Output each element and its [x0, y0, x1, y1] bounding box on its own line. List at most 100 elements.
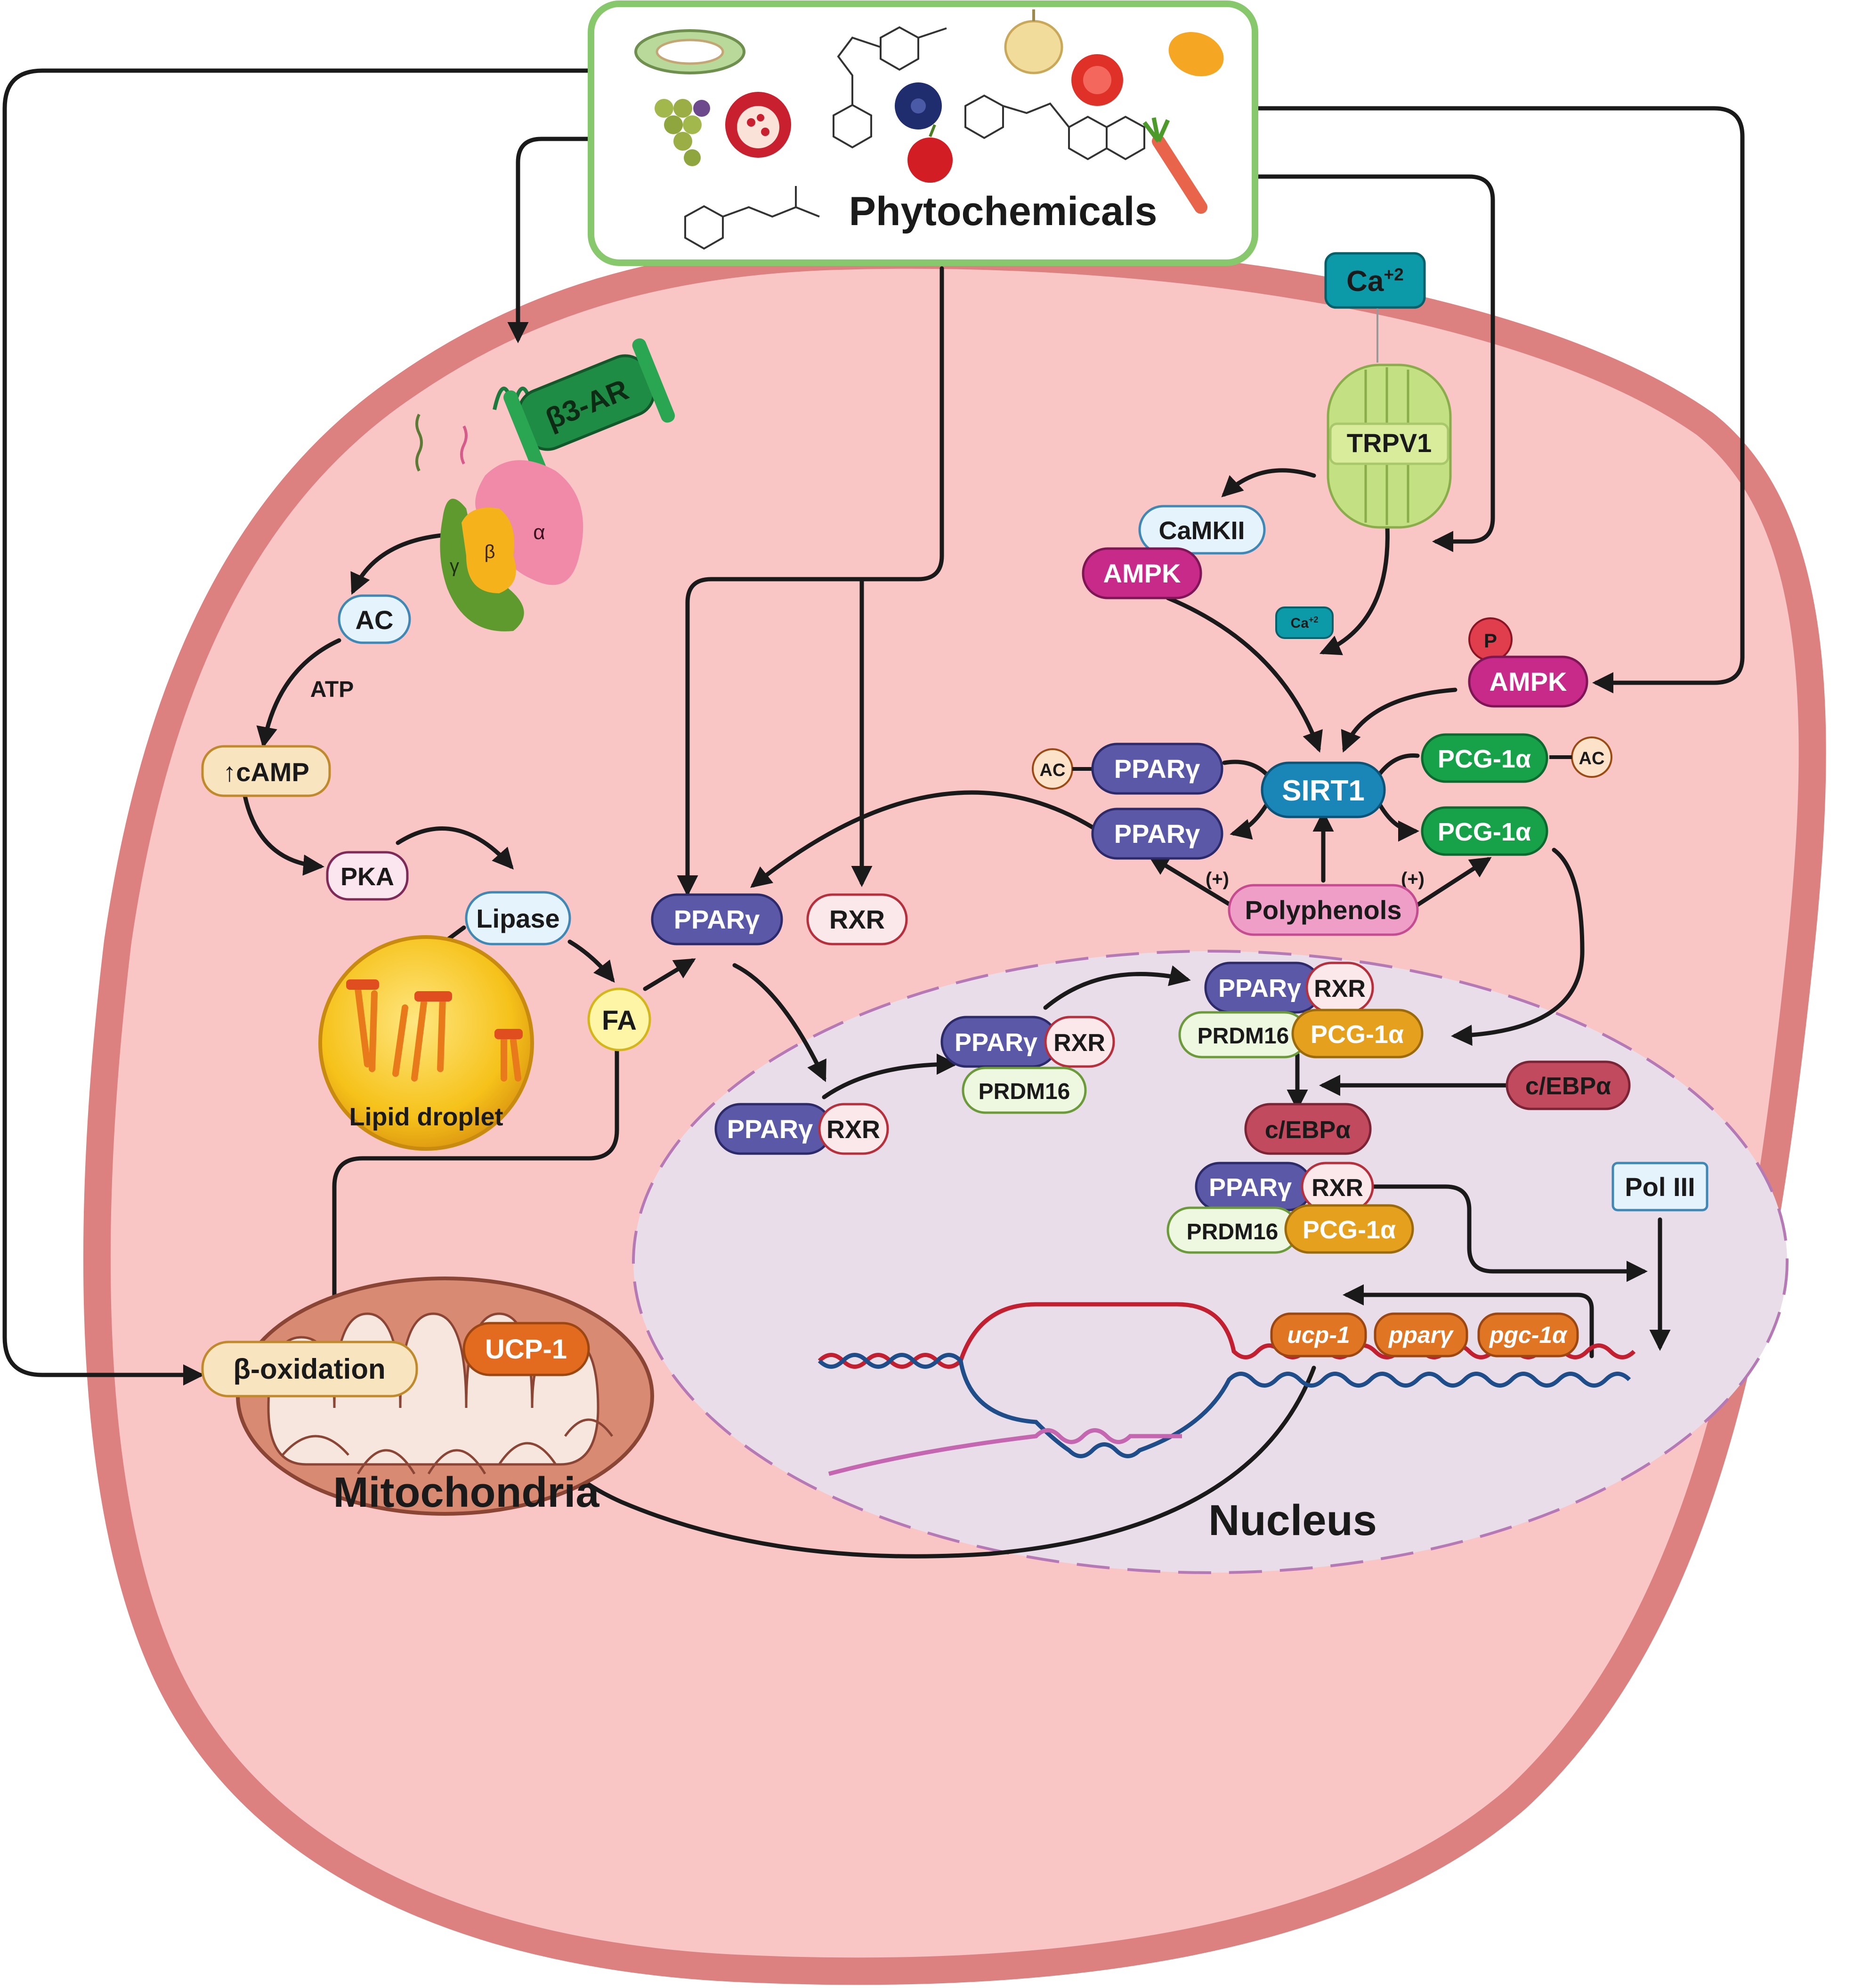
gene-pparg: pparγ: [1374, 1312, 1468, 1358]
arrow-phyto-to-pparg: [677, 266, 944, 897]
ac-right-label: AC: [1579, 749, 1605, 768]
arrow-phyto-to-b3ar: [507, 137, 593, 343]
complex3-pparg-label: PPARγ: [1218, 974, 1301, 1002]
gene-ucp1: ucp-1: [1270, 1312, 1367, 1358]
atp-label: ATP: [310, 677, 354, 702]
lipid-droplet: Lipid droplet: [318, 935, 534, 1151]
arrow-gprotein-to-ac: [350, 532, 454, 595]
complex4-pparg-label: PPARγ: [1209, 1173, 1292, 1202]
arrow-ampkp-to-sirt1: [1341, 687, 1457, 753]
polyphenols-label: Polyphenols: [1245, 895, 1402, 925]
rxr-cytoplasm-label: RXR: [829, 905, 885, 934]
complex3-prdm16-label: PRDM16: [1198, 1024, 1289, 1049]
ampk-left-label: AMPK: [1103, 558, 1181, 588]
ac-right-badge: AC: [1571, 736, 1612, 778]
pka-node: PKA: [326, 851, 409, 901]
pcg1a-acetylated-label: PCG-1α: [1438, 745, 1531, 773]
g-beta-subunit: [461, 508, 516, 593]
ucp1-node: UCP-1: [462, 1322, 590, 1376]
cebpa-right-label: c/EBPα: [1525, 1073, 1611, 1100]
pcg1a-deacetylated-label: PCG-1α: [1438, 818, 1531, 846]
arrow-complex1-to-complex2: [822, 1053, 958, 1099]
arrow-trpv1-to-camkii: [1221, 468, 1316, 498]
pparg-deacetylated: PPARγ: [1091, 808, 1223, 860]
polyphenols-node: Polyphenols: [1228, 884, 1419, 936]
pcg1a-deacetylated: PCG-1α: [1421, 806, 1548, 856]
pparg-deacetylated-label: PPARγ: [1114, 819, 1200, 849]
ac-label: AC: [356, 605, 394, 635]
arrow-fa-to-pparg: [643, 958, 696, 991]
arrow-polyphenols-to-pparg: [1148, 855, 1231, 906]
complex1-rxr-label: RXR: [826, 1115, 880, 1144]
tomato-icon: [1071, 54, 1123, 106]
lipase-node: Lipase: [465, 891, 571, 946]
arrow-genes-upstream: [1343, 1284, 1594, 1358]
fa-label: FA: [602, 1005, 637, 1036]
line-sirt1-pcg-ac: [1375, 753, 1420, 779]
gene-pgc1a-label: pgc-1α: [1489, 1322, 1568, 1348]
calcium-external-label: Ca+2: [1346, 265, 1404, 298]
pol3-node: Pol III: [1611, 1162, 1708, 1212]
g-alpha-label: α: [533, 521, 545, 544]
camkii-label: CaMKII: [1158, 517, 1245, 545]
camp-node: ↑cAMP: [201, 745, 331, 797]
nucleus-label: Nucleus: [1208, 1496, 1377, 1544]
cocoa-pod-icon: [634, 29, 745, 74]
gene-pgc1a: pgc-1α: [1477, 1312, 1579, 1358]
g-alpha-subunit: [475, 460, 583, 585]
calcium-internal-label: Ca+2: [1291, 615, 1319, 631]
pparg-cytoplasm-label: PPARγ: [674, 905, 760, 934]
lipase-label: Lipase: [476, 904, 559, 933]
complex4-rxr-label: RXR: [1312, 1174, 1363, 1202]
arrow-phyto-to-beta-oxidation: [2, 68, 593, 1386]
complex1-pparg-label: PPARγ: [727, 1114, 813, 1144]
pparg-acetylated: PPARγ: [1091, 743, 1223, 795]
pparg-acetylated-label: PPARγ: [1114, 754, 1200, 784]
beta-oxidation-label: β-oxidation: [233, 1353, 385, 1385]
mitochondria-label: Mitochondria: [333, 1469, 600, 1516]
chalcone-structure-icon: [684, 186, 820, 250]
arrow-fa-to-beta-oxidation: [324, 1048, 619, 1365]
lipid-droplet-label: Lipid droplet: [349, 1103, 503, 1131]
ac-left-badge: AC: [1032, 748, 1073, 790]
arrow-pparg-deac-to-pparg: [750, 790, 1097, 888]
g-gamma-label: γ: [450, 556, 459, 576]
arrow-ampk-to-sirt1: [1166, 596, 1323, 753]
pomegranate-icon: [725, 92, 791, 158]
sirt1-node: SIRT1: [1261, 761, 1386, 818]
camkii-node: CaMKII: [1138, 505, 1266, 555]
beta-oxidation-node: β-oxidation: [201, 1341, 418, 1398]
blueberry-icon: [895, 82, 942, 129]
arrow-polyphenols-to-pcg: [1413, 857, 1492, 909]
arrow-pcg-to-complex3: [1451, 848, 1585, 1046]
plus-right-label: (+): [1401, 869, 1425, 889]
arrow-sirt1-to-pparg: [1230, 798, 1271, 840]
complex4-pcg1a-label: PCG-1α: [1303, 1216, 1396, 1244]
arrow-trpv1-to-ca: [1319, 516, 1390, 655]
gene-ucp1-label: ucp-1: [1287, 1322, 1350, 1348]
cebpa-center-label: c/EBPα: [1265, 1116, 1351, 1144]
arrow-pparg-to-complex1: [732, 963, 826, 1083]
gene-pparg-label: pparγ: [1388, 1322, 1454, 1348]
chemical-structure-icon: [833, 26, 947, 149]
arrow-complex2-to-complex3: [1043, 965, 1191, 1010]
arrow-phyto-to-ampk: [1253, 106, 1745, 694]
cebpa-right-node: c/EBPα: [1506, 1060, 1631, 1110]
arrow-complex4-to-genes: [1370, 1184, 1648, 1282]
pcg1a-acetylated: PCG-1α: [1421, 733, 1548, 783]
ampk-phospho-node: P AMPK: [1468, 617, 1588, 708]
complex2-rxr-label: RXR: [1053, 1029, 1105, 1057]
calcium-external: Ca+2: [1324, 252, 1426, 309]
g-protein: α γ β: [415, 413, 583, 631]
mango-icon: [1168, 32, 1224, 77]
plus-left-label: (+): [1206, 869, 1229, 889]
phytochemicals-box: Phytochemicals: [588, 0, 1258, 266]
phospho-label: P: [1484, 630, 1497, 652]
arrow-lipase-to-fa: [567, 939, 615, 983]
arrow-phyto-to-trpv1: [1253, 174, 1495, 552]
ampk-right-label: AMPK: [1490, 667, 1567, 696]
nucleus-envelope: [632, 950, 1789, 1574]
ampk-left-node: AMPK: [1082, 547, 1202, 599]
apple-icon: [907, 124, 953, 183]
